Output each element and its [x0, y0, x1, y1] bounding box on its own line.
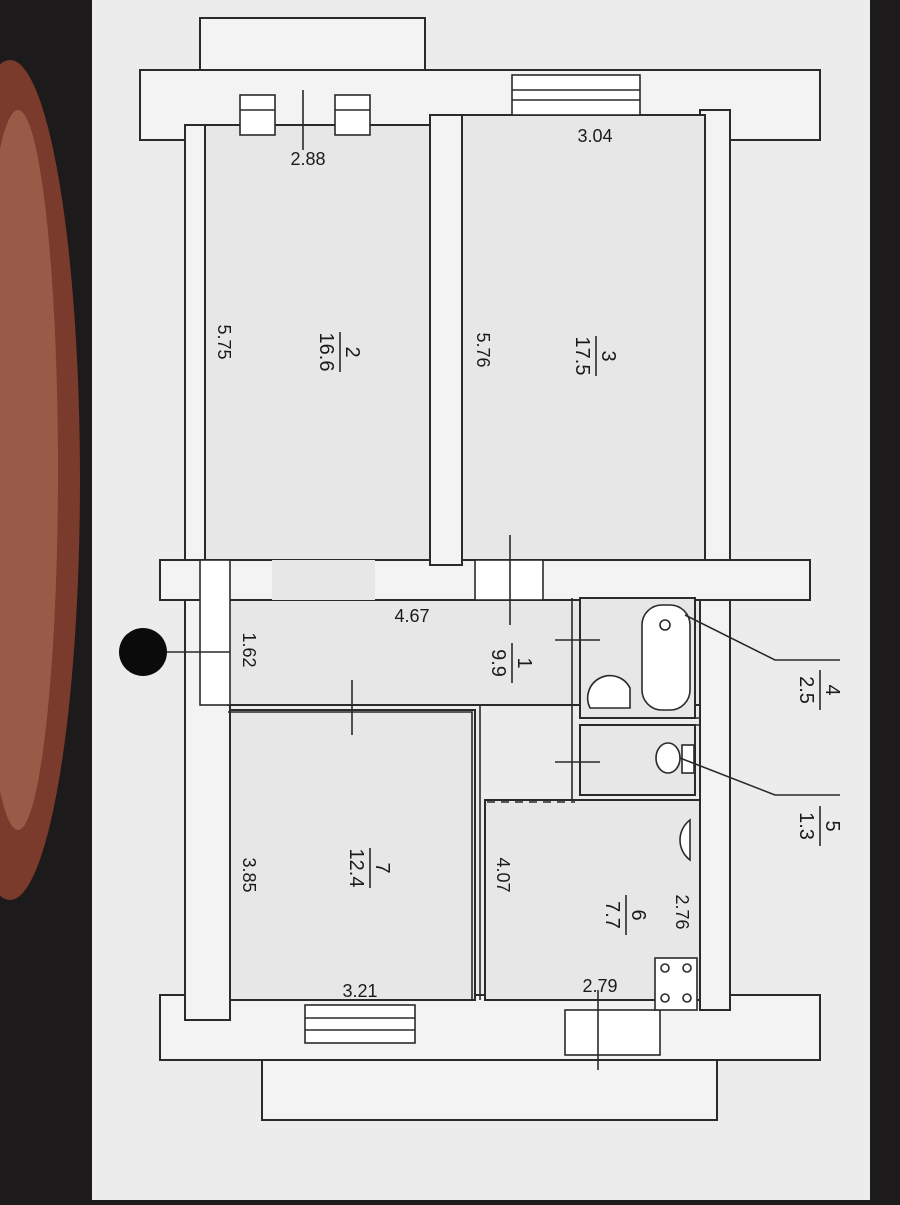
room-7-number: 7 — [371, 862, 393, 873]
room-2-length: 5.75 — [214, 324, 234, 359]
room-6-width: 2.79 — [582, 976, 617, 996]
bathtub — [641, 604, 691, 711]
room-1-width: 4.67 — [394, 606, 429, 626]
room-3-length: 5.76 — [473, 332, 493, 367]
stove-burner — [660, 993, 670, 1003]
wet-zone-partitions — [571, 598, 700, 801]
stove-burner — [660, 963, 670, 973]
room-5-area: 1.3 — [795, 812, 817, 840]
room-6-area: 7.7 — [601, 901, 623, 929]
bathroom-sink — [586, 674, 631, 709]
room-4-area: 2.5 — [795, 676, 817, 704]
room-7-length: 3.85 — [239, 857, 259, 892]
room-3 — [461, 114, 706, 561]
inner-wall-rooms-2-3 — [429, 114, 463, 566]
room-2-area: 16.6 — [315, 333, 337, 372]
window-room-3 — [511, 74, 641, 116]
doorway-room-2 — [272, 560, 375, 600]
room-6-number: 6 — [627, 909, 649, 920]
window-room-2-right — [334, 94, 371, 136]
entrance-door — [199, 559, 231, 706]
toilet-bowl — [655, 742, 681, 774]
window-room-7 — [304, 1004, 416, 1044]
room-7-walls — [228, 704, 481, 1000]
room-4-number: 4 — [821, 684, 843, 695]
room-7 — [229, 709, 476, 1001]
room-2-number: 2 — [341, 346, 363, 357]
doorway-room-3 — [474, 559, 544, 601]
room-1-number: 1 — [513, 657, 535, 668]
room-6-length: 4.07 — [493, 857, 513, 892]
leader-room-4 — [684, 614, 840, 661]
room-1-area: 9.9 — [487, 649, 509, 677]
finger-highlight — [0, 110, 58, 830]
room-3-number: 3 — [597, 350, 619, 361]
room-5-number: 5 — [821, 820, 843, 831]
kitchen-sink — [679, 818, 691, 862]
room-7-width: 3.21 — [342, 981, 377, 1001]
leader-room-5 — [679, 757, 840, 796]
entrance-marker-icon — [119, 628, 167, 676]
room-7-area: 12.4 — [345, 849, 367, 888]
stove-burner — [682, 993, 692, 1003]
room-3-area: 17.5 — [571, 337, 593, 376]
room-2-width: 2.88 — [290, 149, 325, 169]
stove-burner — [682, 963, 692, 973]
room-1-depth: 1.62 — [239, 632, 259, 667]
room-6-depth: 2.76 — [672, 894, 692, 929]
window-room-2-left — [239, 94, 276, 136]
window-kitchen — [564, 1009, 661, 1056]
bathtub-drain — [659, 619, 671, 631]
room-2 — [204, 124, 431, 561]
room-3-width: 3.04 — [577, 126, 612, 146]
